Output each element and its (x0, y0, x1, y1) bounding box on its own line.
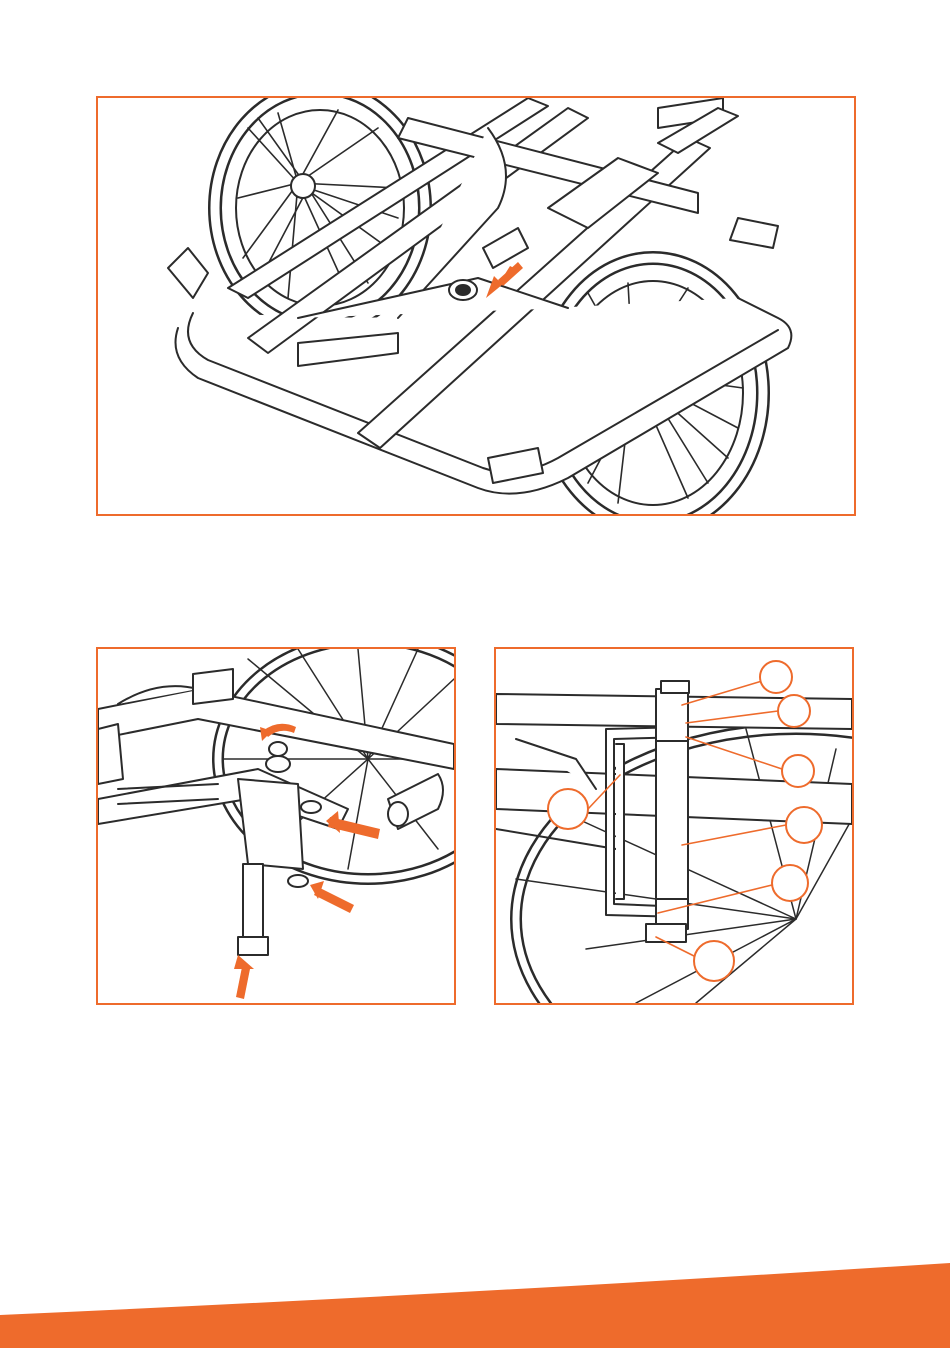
callout-circle (548, 789, 588, 829)
callout-circle (786, 807, 822, 843)
footer-wave-decoration (0, 1255, 950, 1348)
fork-mounting-drawing (98, 649, 454, 1003)
callout-circle (694, 941, 734, 981)
callout-circle (778, 695, 810, 727)
figure-part-callouts (494, 647, 854, 1005)
orange-arrow-icon (234, 955, 254, 999)
frame-underside-drawing (98, 98, 854, 514)
callout-circle (782, 755, 814, 787)
figure-fork-mounting (96, 647, 456, 1005)
figure-frame-underside (96, 96, 856, 516)
orange-arrow-icon (310, 881, 354, 913)
orange-arrow-icon (326, 811, 380, 839)
callout-circle (772, 865, 808, 901)
callout-circle (760, 661, 792, 693)
part-callouts-drawing (496, 649, 852, 1003)
